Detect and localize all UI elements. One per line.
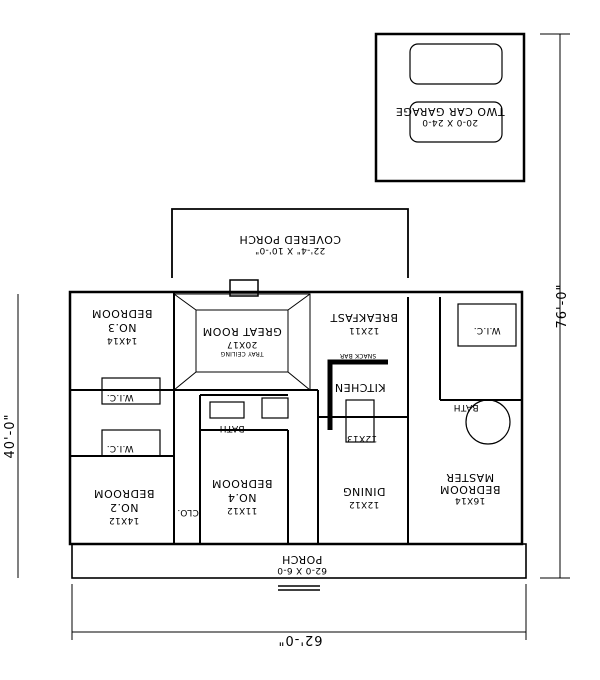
hall-bath-tub — [261, 397, 289, 419]
room-labels: TWO CAR GARAGE 20-0 X 24-0 COVERED PORCH… — [3, 105, 570, 647]
closet-label: CLO. — [177, 507, 199, 517]
bedroom2-name: BEDROOM — [94, 487, 155, 500]
fireplace — [229, 279, 259, 297]
porch-name: PORCH — [282, 553, 323, 566]
left-depth-dimension: 40'-0" — [3, 413, 18, 458]
right-depth-dimension: 76'-0" — [555, 283, 570, 328]
car-1 — [409, 101, 503, 143]
breakfast-name: BREAKFAST — [330, 311, 398, 324]
dimension-lines — [17, 33, 570, 640]
garage-name: TWO CAR GARAGE — [395, 105, 505, 118]
great-room-note: TRAY CEILING — [220, 350, 264, 357]
breakfast-size: 12X11 — [349, 325, 380, 335]
tray-ceiling-outer — [173, 293, 311, 391]
covered-porch-outline — [171, 208, 409, 278]
tray-diag-1 — [287, 371, 311, 391]
kitchen-size: 12X13 — [347, 433, 378, 443]
wic2-label: W.I.C. — [106, 443, 133, 453]
garage-size: 20-0 X 24-0 — [422, 117, 478, 127]
great-room-name: GREAT ROOM — [202, 325, 281, 338]
tray-diag-3 — [287, 293, 311, 311]
bedroom4-name: BEDROOM — [212, 477, 273, 490]
tray-ceiling-inner — [195, 309, 289, 373]
kitchen-name: KITCHEN — [334, 381, 385, 394]
garage-outline — [374, 32, 526, 183]
hall-bath-sink — [209, 401, 245, 419]
wic-master-label: W.I.C. — [473, 325, 500, 335]
bedroom4-sub: NO.4 — [228, 491, 257, 504]
kitchen-counter — [327, 359, 388, 430]
master-tub — [465, 399, 511, 445]
front-porch-outline — [71, 543, 527, 579]
porch-size: 62-0 X 6-0 — [277, 565, 327, 575]
master-wic-box — [457, 303, 517, 347]
wic3-label: W.I.C. — [106, 392, 133, 402]
tray-diag-4 — [173, 293, 197, 311]
covered-porch-name: COVERED PORCH — [239, 233, 341, 246]
dining-name: DINING — [343, 485, 386, 498]
bedroom3-size: 14X14 — [107, 335, 138, 345]
wic2-box — [101, 429, 161, 457]
covered-porch-size: 22'-4" X 10'-0" — [255, 245, 325, 255]
bedroom2-sub: NO.2 — [110, 501, 139, 514]
bedroom2-size: 14X12 — [109, 515, 140, 525]
dining-size: 12X12 — [349, 499, 380, 509]
bedroom4-size: 11X12 — [227, 505, 258, 515]
tray-diag-2 — [173, 371, 197, 391]
wic3-box — [101, 377, 161, 405]
walls — [68, 32, 527, 591]
master-bath-label: BATH — [453, 402, 478, 412]
plan-rotated-group: TWO CAR GARAGE 20-0 X 24-0 COVERED PORCH… — [3, 32, 570, 647]
kitchen-island — [345, 399, 375, 443]
master-name: MASTER — [446, 471, 494, 484]
bedroom3-name: BEDROOM — [92, 307, 153, 320]
width-dimension: 62'-0" — [277, 632, 322, 647]
master-size: 16X14 — [455, 495, 486, 505]
snack-bar-label: SNACK BAR — [340, 352, 377, 359]
hall-bath-label: BATH — [219, 423, 244, 433]
bedroom3-sub: NO.3 — [108, 321, 137, 334]
car-2 — [409, 43, 503, 85]
master-sub: BEDROOM — [440, 483, 501, 496]
great-room-size: 20X17 — [227, 339, 258, 349]
